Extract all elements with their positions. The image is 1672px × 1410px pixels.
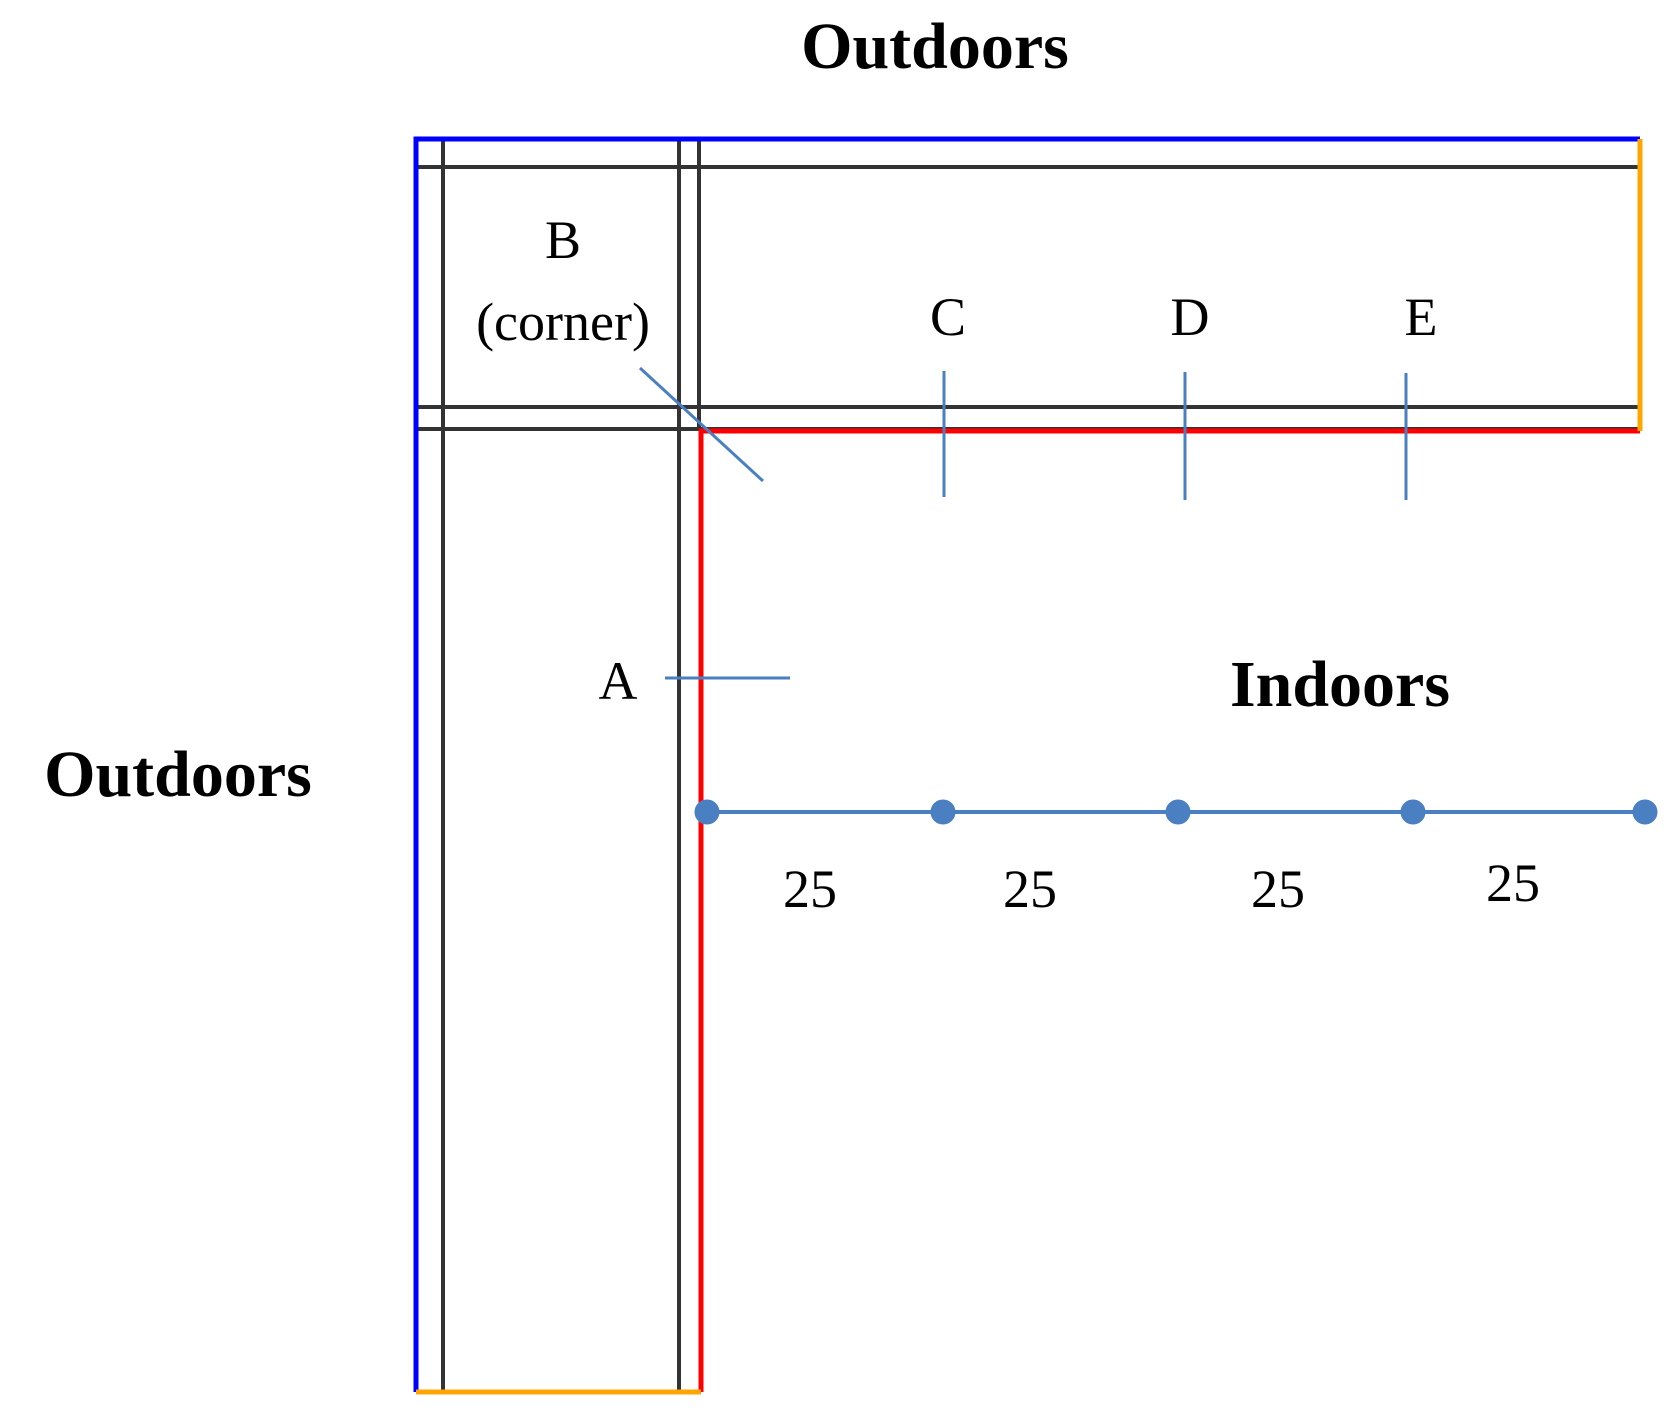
measurement-markers [638,366,1408,680]
distance-label-3: 25 [1251,859,1305,919]
scale-dot-2 [930,799,956,825]
distance-label-2: 25 [1003,859,1057,919]
outdoors-top-label: Outdoors [801,10,1069,83]
scale-dot-4 [1400,799,1426,825]
exterior-surface-line [413,136,1640,1392]
indoors-label: Indoors [1230,648,1450,721]
scale-dot-1 [694,799,720,825]
point-b-label: B [545,210,581,270]
outdoors-left-label: Outdoors [44,738,312,811]
point-e-label: E [1405,287,1438,347]
distance-label-4: 25 [1486,853,1540,913]
point-b-note: (corner) [476,292,650,352]
scale-dot-3 [1165,799,1191,825]
marker-b-diagonal [638,366,765,483]
point-a-label: A [599,651,638,711]
interior-surface-line [698,428,1640,1392]
distance-label-1: 25 [783,859,837,919]
point-c-label: C [930,287,966,347]
distance-scale [694,799,1658,825]
scale-dot-5 [1632,799,1658,825]
point-d-label: D [1171,287,1210,347]
